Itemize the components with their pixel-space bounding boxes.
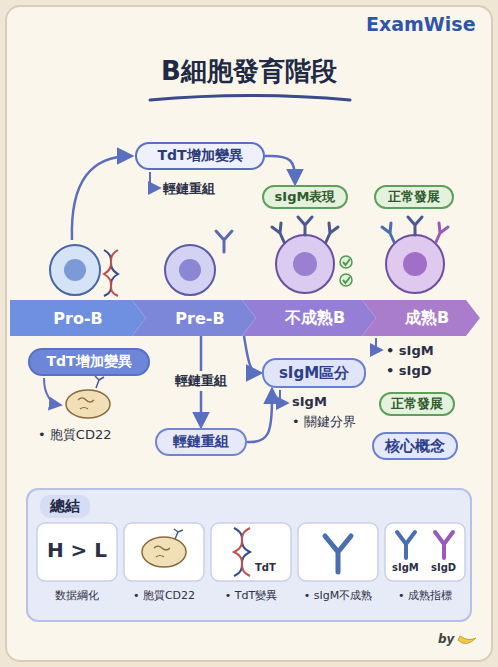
bullet-text: • 關鍵分界 — [292, 413, 356, 431]
node-label: 不成熟B — [285, 308, 345, 329]
node-label: 核心概念 — [385, 437, 445, 456]
card-icon — [210, 522, 292, 582]
bullet-text: • sIgD — [386, 363, 432, 378]
status-tag: sIgM表現 — [262, 185, 348, 209]
bullet-text: • sIgM — [386, 343, 434, 358]
stage-chevron: Pre-B — [132, 300, 256, 336]
stage-chevron: 成熟B — [362, 300, 480, 336]
card-caption: • sIgM不成熟 — [297, 588, 379, 603]
card-caption: • TdT變異 — [210, 588, 292, 603]
brand: ExamWise — [366, 13, 476, 35]
process-box: 輕鏈重組 — [155, 428, 247, 456]
node-label: 正常發展 — [388, 188, 440, 206]
title: B細胞發育階段 — [0, 54, 498, 89]
summary-panel: H > L 数据綱化 • 胞質CD22 TdT • TdT變異 • sIgM不成熟 sIgM… — [26, 488, 472, 622]
card-symbol: H > L — [36, 538, 118, 562]
node-label: 輕鏈重組 — [173, 433, 229, 451]
note-text: sIgM — [292, 394, 327, 409]
node-label: sIgM區分 — [279, 364, 349, 383]
node-label: 成熟B — [405, 308, 449, 329]
summary-card: H > L 数据綱化 — [36, 522, 118, 616]
card-icon — [123, 522, 205, 582]
summary-card: • sIgM不成熟 — [297, 522, 379, 616]
process-box: TdT增加變異 — [28, 348, 150, 376]
stage-chevron: Pro-B — [10, 300, 146, 336]
card-caption: • 胞質CD22 — [123, 588, 205, 603]
summary-card: TdT • TdT變異 — [210, 522, 292, 616]
summary-card: sIgM sIgD • 成熟指標 — [384, 522, 466, 616]
connector-arrow — [265, 156, 295, 183]
status-tag: 正常發展 — [374, 185, 454, 209]
card-symbol: sIgD — [431, 562, 456, 573]
concept-box: 核心概念 — [372, 432, 458, 460]
node-label: TdT增加變異 — [46, 353, 131, 371]
stage-note: TdT增加變異 — [135, 142, 265, 170]
note-text: 輕鏈重組 — [163, 180, 215, 198]
stage-chevron: 不成熟B — [242, 300, 376, 336]
card-caption: 数据綱化 — [36, 588, 118, 603]
card-symbol: sIgM — [392, 562, 419, 573]
card-symbol: TdT — [255, 562, 276, 573]
node-label: 正常發展 — [391, 395, 443, 413]
node-label: Pre-B — [175, 309, 224, 328]
card-icon — [384, 522, 466, 582]
edge-label: 輕鏈重組 — [172, 371, 230, 391]
process-box: sIgM區分 — [262, 358, 366, 388]
summary-card: • 胞質CD22 — [123, 522, 205, 616]
connector-arrow — [247, 390, 272, 442]
node-label: TdT增加變異 — [157, 147, 242, 165]
connector-arrow — [244, 336, 260, 373]
card-caption: • 成熟指標 — [384, 588, 466, 603]
bullet-text: • 胞質CD22 — [38, 426, 111, 444]
node-label: Pro-B — [53, 309, 102, 328]
node-label: 總結 — [40, 495, 90, 518]
status-tag: 正常發展 — [379, 392, 455, 416]
node-label: sIgM表現 — [275, 188, 336, 206]
signature: by — [438, 632, 454, 646]
card-icon — [297, 522, 379, 582]
